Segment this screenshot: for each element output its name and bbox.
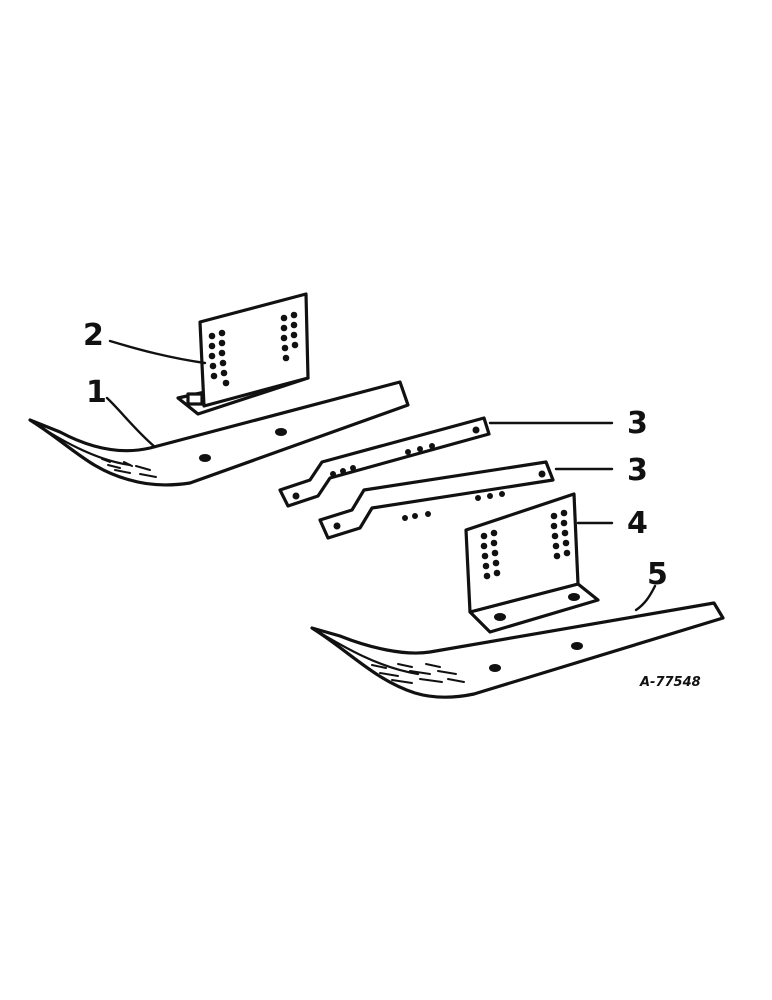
leader-5 — [634, 584, 657, 612]
part-1-bolt-hole — [275, 428, 287, 436]
part-5-skid-shoe — [310, 601, 725, 699]
part-2-mounting-plate — [176, 292, 310, 416]
part-1-hatching — [101, 458, 157, 478]
leader-1 — [105, 396, 157, 449]
leader-2 — [108, 339, 207, 365]
part-3-strap-upper — [278, 416, 491, 508]
callout-3-lower: 3 — [627, 453, 648, 488]
part-5-hatching — [371, 663, 465, 684]
callout-4: 4 — [627, 506, 648, 541]
part-1-bolt-hole — [199, 454, 211, 462]
figure-number: A-77548 — [639, 675, 701, 690]
part-4-mounting-plate — [464, 492, 600, 634]
callout-2: 2 — [83, 318, 104, 353]
part-4-holes — [480, 509, 571, 580]
part-3-strap-lower — [318, 460, 555, 540]
callout-5: 5 — [647, 557, 668, 592]
part-2-holes — [208, 311, 299, 387]
part-1-skid-shoe — [28, 380, 410, 487]
callout-1: 1 — [86, 375, 107, 410]
callout-3-upper: 3 — [627, 406, 648, 441]
